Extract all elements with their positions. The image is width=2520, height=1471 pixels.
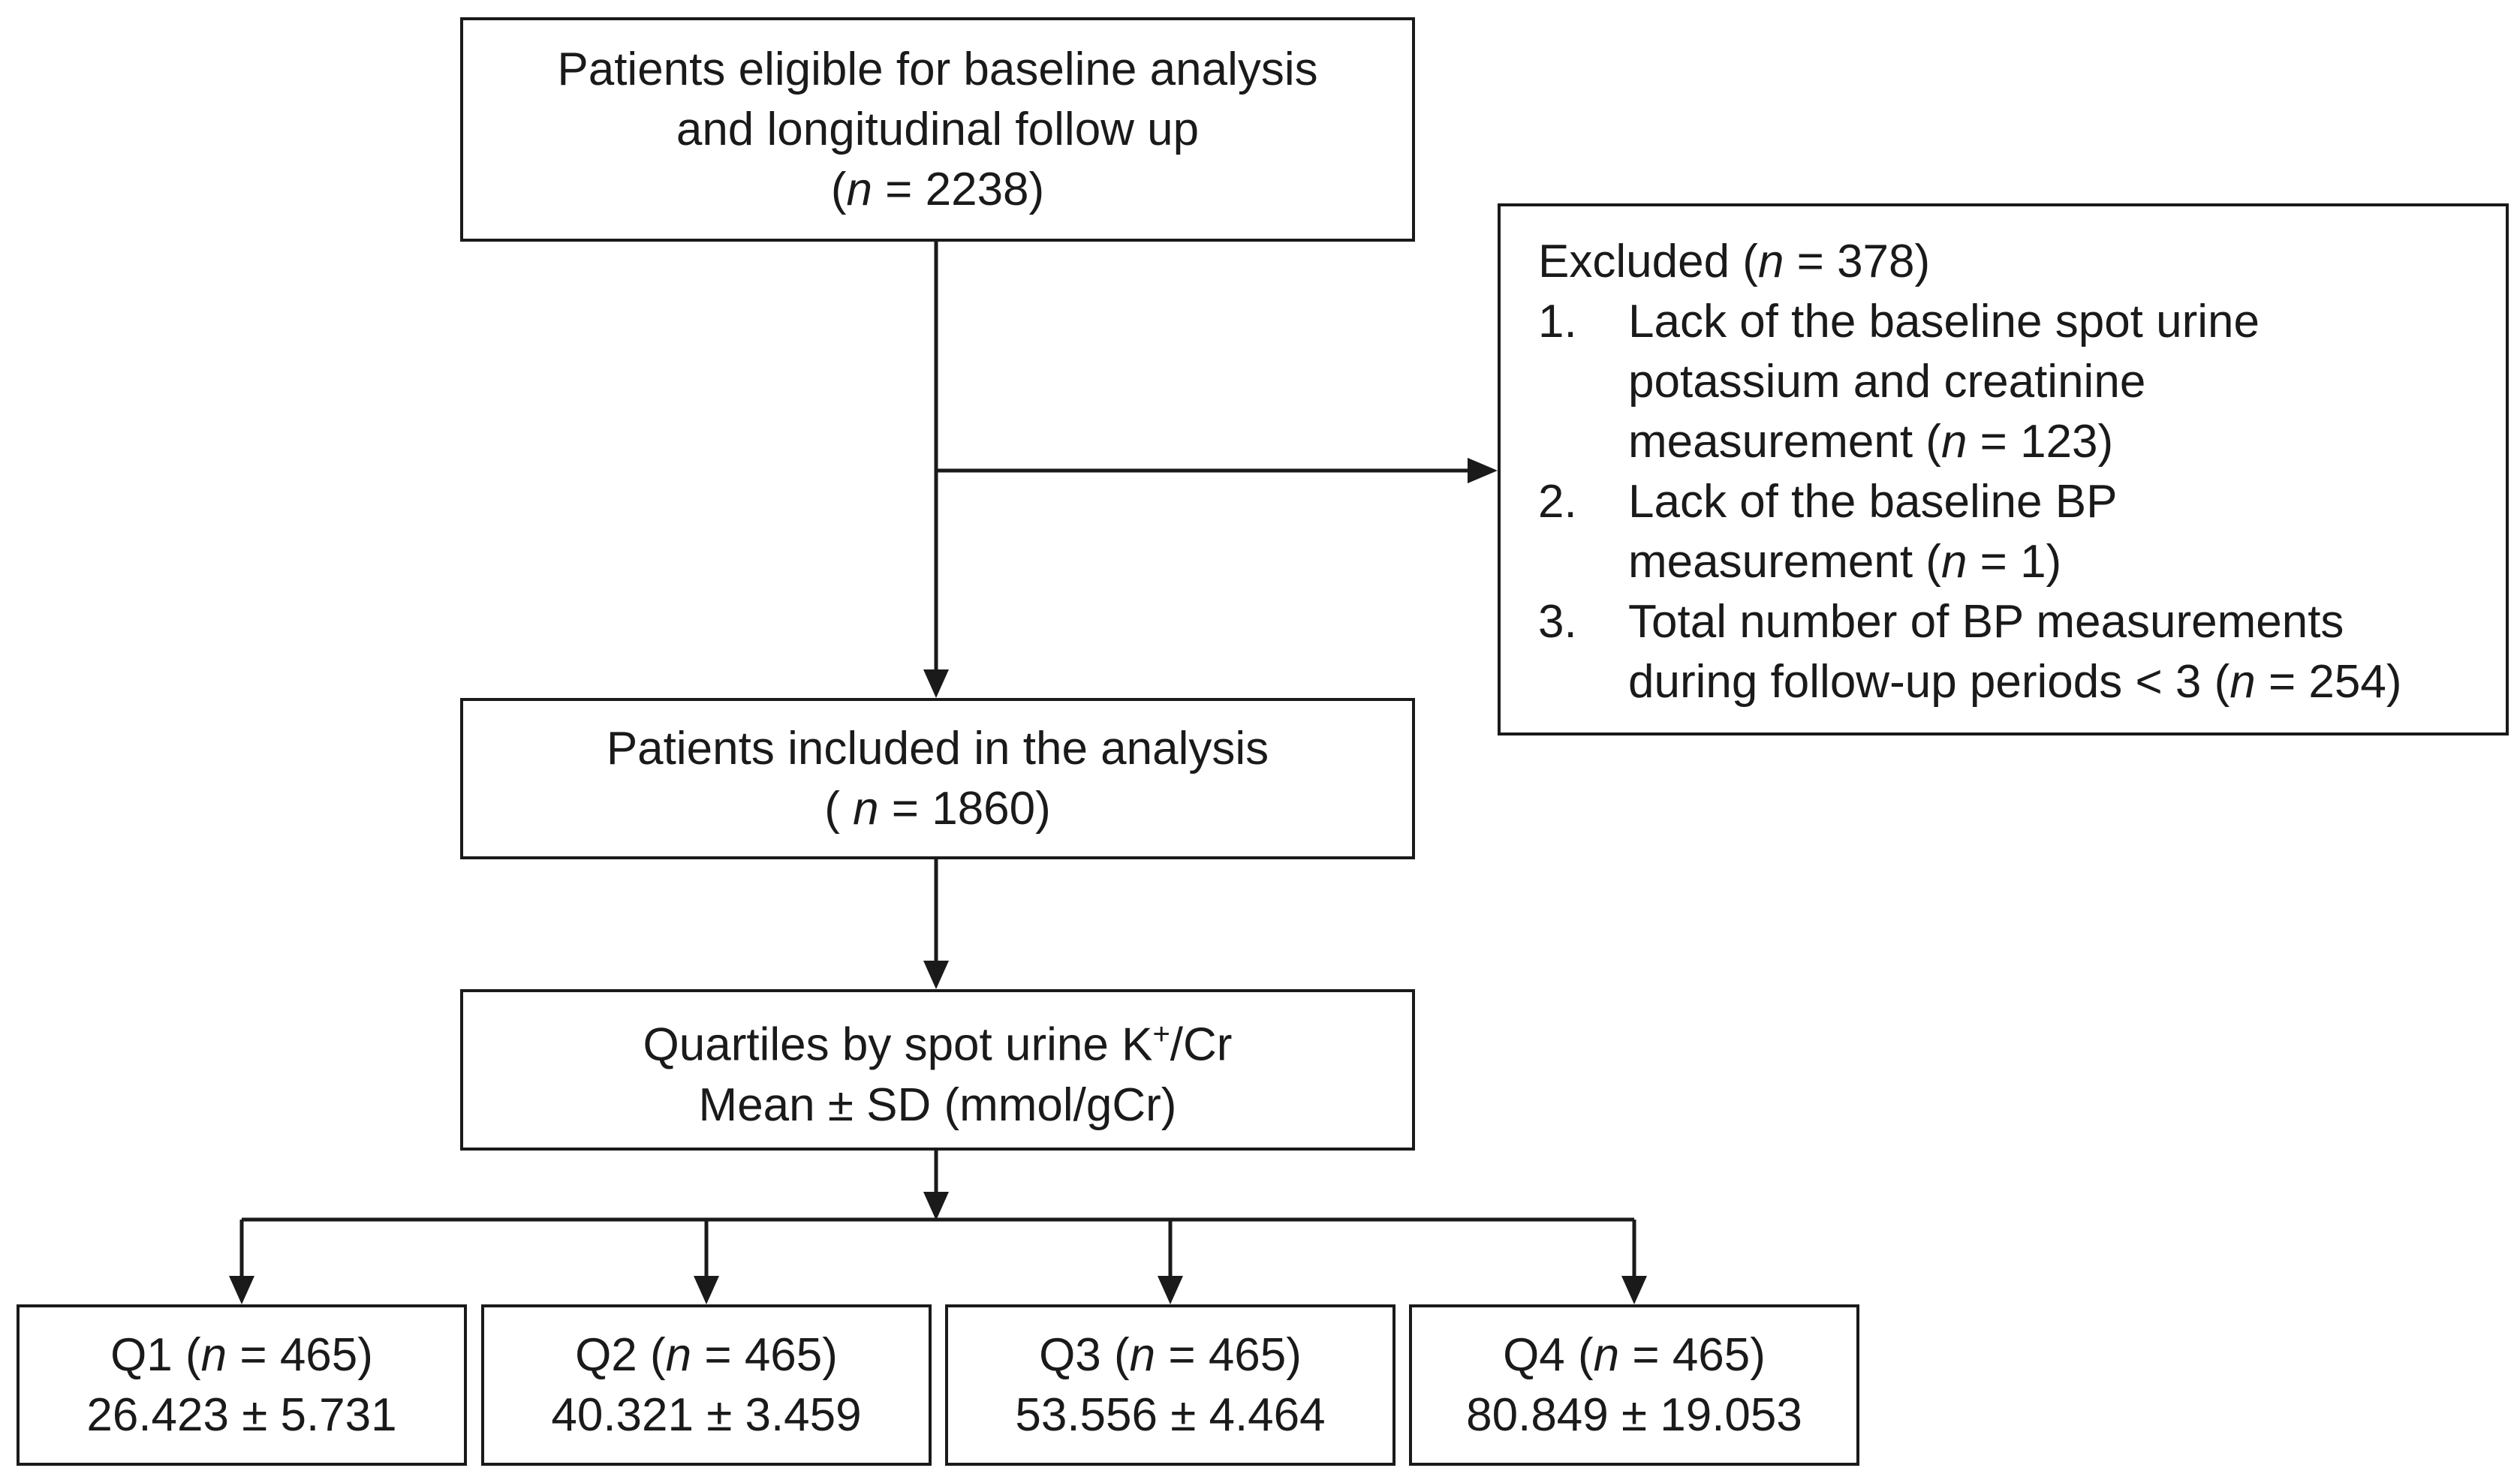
excluded-item-1: 1. Lack of the baseline spot urine potas… xyxy=(1538,292,2506,472)
group-box-q2: Q2 (n = 465) 40.321 ± 3.459 xyxy=(481,1304,932,1466)
quartiles-line-1: Quartiles by spot urine K+/Cr xyxy=(643,1004,1233,1075)
excluded-item-3: 3. Total number of BP measurements durin… xyxy=(1538,592,2506,712)
excluded-item-1-count-prefix: measurement ( xyxy=(1628,416,1941,468)
group-q2-stat: 40.321 ± 3.459 xyxy=(551,1388,862,1441)
excluded-item-3-number: 3. xyxy=(1538,596,1577,648)
excluded-item-2: 2. Lack of the baseline BP measurement (… xyxy=(1538,472,2506,592)
excluded-item-1-line-2: potassium and creatinine xyxy=(1628,356,2146,408)
quartiles-line-1-superscript: + xyxy=(1152,1018,1170,1051)
included-patients-box: Patients included in the analysis ( n = … xyxy=(460,698,1415,859)
excluded-item-2-count-suffix: = 1) xyxy=(1967,536,2062,588)
quartiles-line-1-suffix: /Cr xyxy=(1170,1018,1233,1071)
excluded-item-1-count-n: n xyxy=(1940,416,1968,468)
group-q2-label: Q2 ( xyxy=(575,1328,666,1381)
excluded-item-3-count-suffix: = 254) xyxy=(2255,656,2402,708)
excluded-item-3-count-n: n xyxy=(2229,656,2256,708)
included-count-open: ( xyxy=(824,782,854,835)
included-count: ( n = 1860) xyxy=(824,779,1051,839)
excluded-item-2-count-prefix: measurement ( xyxy=(1628,536,1941,588)
arrowhead-to-q3 xyxy=(1158,1276,1183,1304)
group-q3-stat: 53.556 ± 4.464 xyxy=(1015,1388,1326,1441)
excluded-item-2-count-n: n xyxy=(1940,536,1968,588)
group-q1-label: Q1 ( xyxy=(110,1328,201,1381)
arrowhead-to-q1 xyxy=(229,1276,254,1304)
excluded-box: Excluded (n = 378) 1. Lack of the baseli… xyxy=(1498,203,2509,736)
group-q1-n: n xyxy=(200,1328,227,1381)
arrowhead-to-q4 xyxy=(1621,1276,1647,1304)
group-q2-n: n xyxy=(665,1328,692,1381)
excluded-item-3-line-1: Total number of BP measurements xyxy=(1628,596,2344,648)
group-box-q1: Q1 (n = 465) 26.423 ± 5.731 xyxy=(17,1304,467,1466)
excluded-item-2-number: 2. xyxy=(1538,476,1577,528)
group-q1-stat: 26.423 ± 5.731 xyxy=(86,1388,397,1441)
excluded-title: Excluded (n = 378) xyxy=(1538,232,2506,292)
excluded-item-2-line-1: Lack of the baseline BP xyxy=(1628,476,2118,528)
group-q4-label: Q4 ( xyxy=(1503,1328,1594,1381)
group-q3-count-value: = 465) xyxy=(1155,1328,1302,1381)
group-q1-count: Q1 (n = 465) xyxy=(110,1325,373,1385)
eligible-count-open: ( xyxy=(830,163,847,215)
group-q3-count: Q3 (n = 465) xyxy=(1039,1325,1302,1385)
excluded-item-1-line-1: Lack of the baseline spot urine xyxy=(1628,296,2260,347)
group-box-q4: Q4 (n = 465) 80.849 ± 19.053 xyxy=(1409,1304,1859,1466)
included-line-1: Patients included in the analysis xyxy=(606,722,1269,775)
group-q3-label: Q3 ( xyxy=(1039,1328,1130,1381)
group-box-q3: Q3 (n = 465) 53.556 ± 4.464 xyxy=(945,1304,1395,1466)
group-q2-count-value: = 465) xyxy=(691,1328,838,1381)
arrowhead-to-included xyxy=(923,669,949,698)
excluded-title-suffix: = 378) xyxy=(1784,236,1931,287)
group-q4-stat: 80.849 ± 19.053 xyxy=(1466,1388,1802,1441)
group-q1-count-value: = 465) xyxy=(227,1328,373,1381)
group-q3-n: n xyxy=(1129,1328,1156,1381)
excluded-item-2-line-2: measurement (n = 1) xyxy=(1628,532,2117,592)
quartiles-box: Quartiles by spot urine K+/Cr Mean ± SD … xyxy=(460,989,1415,1151)
included-count-value: = 1860) xyxy=(878,782,1051,835)
eligible-line-2: and longitudinal follow up xyxy=(676,103,1200,155)
eligible-count-n: n xyxy=(846,163,872,215)
excluded-title-n: n xyxy=(1757,236,1784,287)
eligible-patients-box: Patients eligible for baseline analysis … xyxy=(460,17,1415,242)
eligible-count: (n = 2238) xyxy=(831,160,1044,220)
arrowhead-to-bus xyxy=(923,1192,949,1220)
excluded-item-3-count-prefix: during follow-up periods < 3 ( xyxy=(1628,656,2230,708)
excluded-item-3-line-2: during follow-up periods < 3 (n = 254) xyxy=(1628,652,2402,712)
arrowhead-to-q2 xyxy=(694,1276,719,1304)
group-q4-n: n xyxy=(1593,1328,1620,1381)
excluded-item-1-line-3: measurement (n = 123) xyxy=(1628,412,2260,472)
quartiles-line-2: Mean ± SD (mmol/gCr) xyxy=(698,1078,1177,1131)
included-count-n: n xyxy=(853,782,879,835)
excluded-title-prefix: Excluded ( xyxy=(1538,236,1758,287)
excluded-item-1-number: 1. xyxy=(1538,296,1577,347)
arrowhead-to-excluded xyxy=(1468,458,1498,483)
eligible-line-1: Patients eligible for baseline analysis xyxy=(557,43,1318,95)
group-q2-count: Q2 (n = 465) xyxy=(575,1325,838,1385)
group-q4-count-value: = 465) xyxy=(1619,1328,1766,1381)
quartiles-line-1-prefix: Quartiles by spot urine K xyxy=(643,1018,1153,1071)
eligible-count-value: = 2238) xyxy=(872,163,1045,215)
group-q4-count: Q4 (n = 465) xyxy=(1503,1325,1766,1385)
arrowhead-to-quartiles xyxy=(923,961,949,989)
excluded-item-1-count-suffix: = 123) xyxy=(1967,416,2114,468)
